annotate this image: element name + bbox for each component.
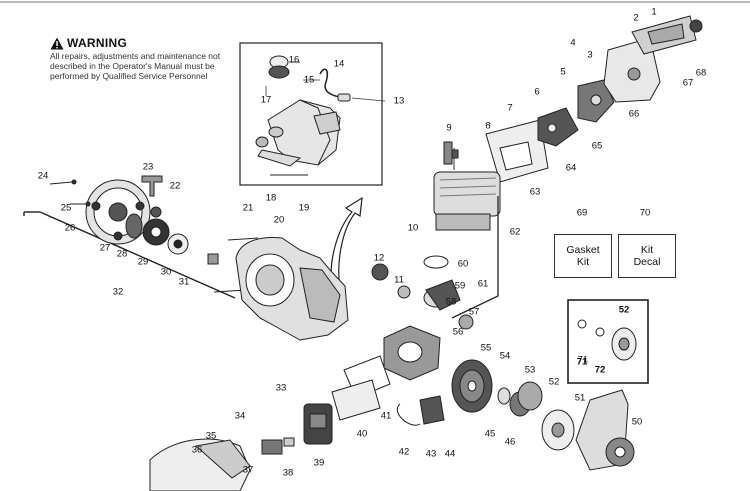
callout-33: 33 <box>275 382 287 394</box>
callout-56: 56 <box>452 326 464 338</box>
callout-34: 34 <box>234 410 246 422</box>
callout-45: 45 <box>484 428 496 440</box>
callout-32: 32 <box>112 286 124 298</box>
callout-13: 13 <box>393 95 405 107</box>
callout-10: 10 <box>407 222 419 234</box>
callout-63: 63 <box>529 186 541 198</box>
callout-28: 28 <box>116 248 128 260</box>
callout-51: 51 <box>574 392 586 404</box>
callout-52: 52 <box>548 376 560 388</box>
callout-55: 55 <box>480 342 492 354</box>
callout-1: 1 <box>651 6 657 18</box>
gasket-kit-label-1: Gasket <box>566 244 600 256</box>
cylinder <box>433 119 549 231</box>
kit-number-decal: 70 <box>639 207 651 219</box>
callout-25: 25 <box>60 202 72 214</box>
ignition-parts <box>149 355 445 491</box>
callout-4: 4 <box>570 37 576 49</box>
warning-text: All repairs, adjustments and maintenance… <box>50 51 221 81</box>
carburetor <box>537 79 615 147</box>
callout-61: 61 <box>477 278 489 290</box>
warning-icon <box>50 37 64 49</box>
clutch-housing <box>541 389 635 471</box>
callout-53: 53 <box>524 364 536 376</box>
callout-58: 58 <box>445 296 457 308</box>
callout-31: 31 <box>178 276 190 288</box>
inset-callout-52: 52 <box>618 304 630 316</box>
gasket-kit-label-2: Kit <box>576 256 590 268</box>
air-filter-cover <box>255 99 341 167</box>
callout-11: 11 <box>394 274 404 286</box>
clutch-drum-inset <box>567 299 649 384</box>
callout-15: 15 <box>303 74 315 86</box>
callout-39: 39 <box>313 457 325 469</box>
callout-9: 9 <box>446 122 452 134</box>
callout-43: 43 <box>425 448 437 460</box>
callout-62: 62 <box>509 226 521 238</box>
callout-17: 17 <box>260 94 272 106</box>
callout-27: 27 <box>99 242 111 254</box>
fan-housing <box>235 237 349 341</box>
callout-50: 50 <box>631 416 643 428</box>
callout-37: 37 <box>242 464 254 476</box>
callout-42: 42 <box>398 446 410 458</box>
callout-21: 21 <box>242 202 254 214</box>
gasket-kit-box: Gasket Kit <box>554 234 612 278</box>
callout-44: 44 <box>444 448 456 460</box>
callout-57: 57 <box>468 306 480 318</box>
callout-2: 2 <box>633 12 639 24</box>
callout-60: 60 <box>457 258 469 270</box>
primer-bulb <box>268 55 300 79</box>
decal-kit-label-2: Decal <box>633 256 661 268</box>
callout-46: 46 <box>504 436 516 448</box>
callout-41: 41 <box>380 410 392 422</box>
callout-67: 67 <box>682 77 694 89</box>
callout-36: 36 <box>191 444 203 456</box>
callout-35: 35 <box>205 430 217 442</box>
callout-71: 71 <box>577 354 589 366</box>
decal-kit-label-1: Kit <box>640 244 654 256</box>
callout-54: 54 <box>499 350 511 362</box>
callout-24: 24 <box>37 170 49 182</box>
air-filter-inset <box>239 42 383 186</box>
callout-8: 8 <box>485 120 491 132</box>
decal-kit-box: Kit Decal <box>618 234 676 278</box>
callout-16: 16 <box>288 54 300 66</box>
callout-14: 14 <box>333 58 345 70</box>
callout-72: 72 <box>594 364 606 376</box>
callout-12: 12 <box>373 252 385 264</box>
clutch-drum <box>577 319 637 361</box>
callout-22: 22 <box>169 180 181 192</box>
inset-callout-71: 71 <box>576 356 588 368</box>
callout-6: 6 <box>534 86 540 98</box>
callout-26: 26 <box>64 222 76 234</box>
warning-notice: WARNING All repairs, adjustments and mai… <box>50 36 250 81</box>
callout-3: 3 <box>587 49 593 61</box>
crankcase <box>371 255 474 381</box>
callout-40: 40 <box>356 428 368 440</box>
starter-pulley <box>142 206 170 246</box>
callout-59: 59 <box>454 280 466 292</box>
kit-number-gasket: 69 <box>576 207 588 219</box>
air-box <box>603 15 703 103</box>
callout-19: 19 <box>298 202 310 214</box>
starter-housing <box>85 179 151 245</box>
flywheel <box>451 359 543 417</box>
callout-64: 64 <box>565 162 577 174</box>
callout-23: 23 <box>142 161 154 173</box>
callout-68: 68 <box>695 67 707 79</box>
callout-20: 20 <box>273 214 285 226</box>
callout-5: 5 <box>560 66 566 78</box>
callout-66: 66 <box>628 108 640 120</box>
callout-30: 30 <box>160 266 172 278</box>
warning-title: WARNING <box>50 36 250 50</box>
callout-7: 7 <box>507 102 513 114</box>
callout-18: 18 <box>265 192 277 204</box>
callout-65: 65 <box>591 140 603 152</box>
callout-38: 38 <box>282 467 294 479</box>
callout-29: 29 <box>137 256 149 268</box>
inset-callout-72: 72 <box>594 364 606 376</box>
